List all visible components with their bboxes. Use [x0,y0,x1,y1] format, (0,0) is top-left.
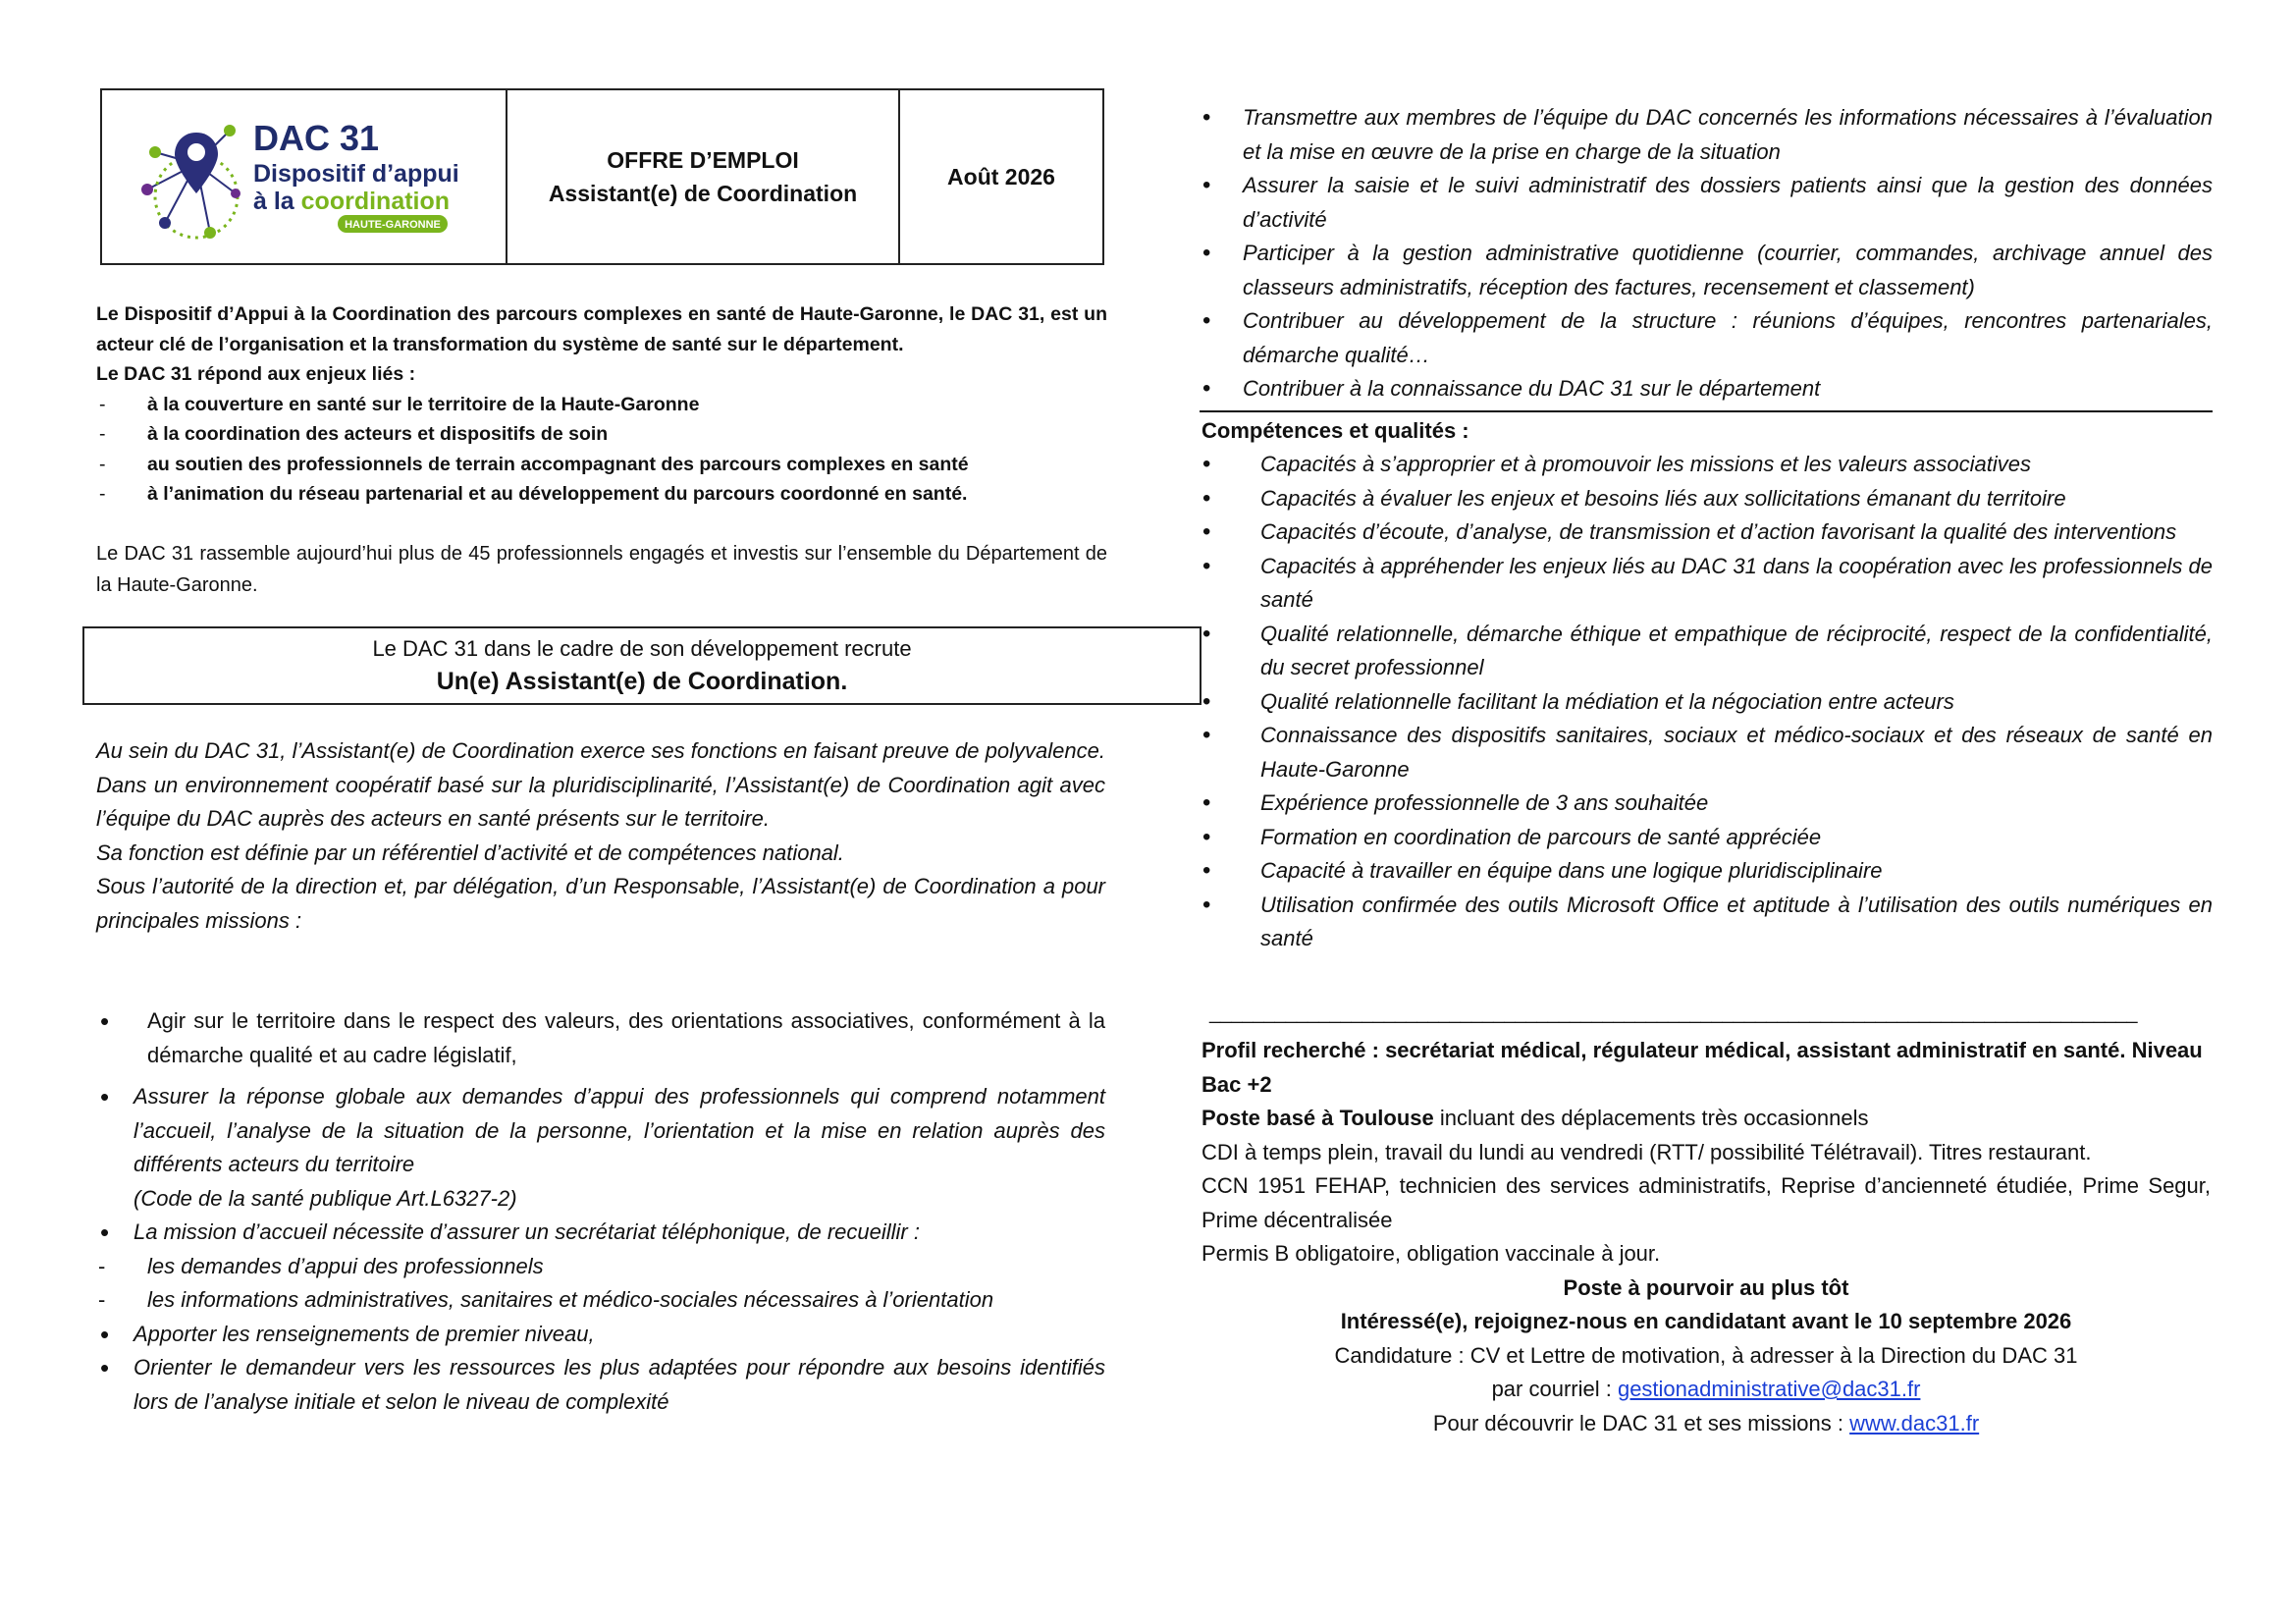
description-p2: Sa fonction est définie par un référenti… [96,839,844,865]
profile-block: Profil recherché : secrétariat médical, … [1201,1034,2211,1440]
logo-line2a: à la [253,188,301,215]
list-item: Contribuer au développement de la struct… [1200,304,2213,372]
title-cell: OFFRE D’EMPLOI Assistant(e) de Coordinat… [507,90,900,263]
team-paragraph: Le DAC 31 rassemble aujourd’hui plus de … [96,543,1107,596]
list-item: Capacités d’écoute, d’analyse, de transm… [1200,515,2213,550]
logo-name: DAC 31 [253,118,379,158]
svg-text:à la coordination: à la coordination [253,188,450,215]
location-rest: incluant des déplacements très occasionn… [1433,1106,1869,1130]
list-item: à la coordination des acteurs et disposi… [96,419,1107,450]
mission-item: Orienter le demandeur vers les ressource… [96,1351,1105,1419]
intro-block: Le Dispositif d’Appui à la Coordination … [96,299,1107,510]
ccn-line: CCN 1951 FEHAP, technicien des services … [1201,1173,2211,1232]
list-item: Capacités à appréhender les enjeux liés … [1200,550,2213,618]
logo-line2b: coordination [300,188,449,215]
stakes-list: à la couverture en santé sur le territoi… [96,390,1107,510]
list-item: au soutien des professionnels de terrain… [96,450,1107,480]
recruit-box: Le DAC 31 dans le cadre de son développe… [82,626,1201,705]
mission-subitem: les demandes d’appui des professionnels [96,1250,1105,1284]
intro-text: Le Dispositif d’Appui à la Coordination … [96,303,1107,355]
dac31-logo: DAC 31 Dispositif d’appui à la coordinat… [140,118,459,240]
separator-line: ________________________________________… [1209,1002,2138,1024]
list-item: à l’animation du réseau partenarial et a… [96,479,1107,510]
date-cell: Août 2026 [900,90,1102,263]
mission-subitem: les informations administratives, sanita… [96,1283,1105,1318]
contract-line: CDI à temps plein, travail du lundi au v… [1201,1139,2092,1164]
offer-label: OFFRE D’EMPLOI [607,147,799,173]
mission-item: Apporter les renseignements de premier n… [96,1318,1105,1352]
list-item: Participer à la gestion administrative q… [1200,237,2213,304]
list-item: Contribuer à la connaissance du DAC 31 s… [1200,372,2213,406]
mission-reference: (Code de la santé publique Art.L6327-2) [133,1185,517,1211]
competences-list: Capacités à s’approprier et à promouvoir… [1200,448,2213,956]
recruit-line2: Un(e) Assistant(e) de Coordination. [436,668,848,695]
email-line: par courriel : gestionadministrative@dac… [1201,1373,2211,1407]
list-item: Capacité à travailler en équipe dans une… [1200,854,2213,889]
location-bold: Poste basé à Toulouse [1201,1106,1434,1130]
mission-item: Agir sur le territoire dans le respect d… [96,1004,1105,1072]
tasks-list: Transmettre aux membres de l’équipe du D… [1200,101,2213,406]
logo-line1: Dispositif d’appui [253,160,459,188]
list-item: Expérience professionnelle de 3 ans souh… [1200,786,2213,821]
email-label: par courriel : [1491,1377,1618,1401]
intro-lead: Le DAC 31 répond aux enjeux liés : [96,363,416,385]
list-item: Capacités à s’approprier et à promouvoir… [1200,448,2213,482]
header-table: DAC 31 Dispositif d’appui à la coordinat… [100,88,1104,265]
list-item: Formation en coordination de parcours de… [1200,821,2213,855]
web-line: Pour découvrir le DAC 31 et ses missions… [1201,1407,2211,1441]
description-block: Au sein du DAC 31, l’Assistant(e) de Coo… [96,734,1105,938]
mission-item: Assurer la réponse globale aux demandes … [96,1080,1105,1216]
list-item: Qualité relationnelle, démarche éthique … [1200,618,2213,685]
description-p1: Au sein du DAC 31, l’Assistant(e) de Coo… [96,738,1105,831]
list-item: Connaissance des dispositifs sanitaires,… [1200,719,2213,786]
recruit-line1: Le DAC 31 dans le cadre de son développe… [372,636,912,661]
logo-cell: DAC 31 Dispositif d’appui à la coordinat… [102,90,507,263]
email-link[interactable]: gestionadministrative@dac31.fr [1617,1377,1921,1401]
web-label: Pour découvrir le DAC 31 et ses missions… [1432,1410,1850,1435]
permis-line: Permis B obligatoire, obligation vaccina… [1201,1241,1661,1266]
availability-line: Poste à pourvoir au plus tôt [1563,1274,1849,1300]
list-item: Qualité relationnelle facilitant la médi… [1200,685,2213,720]
list-item: Capacités à évaluer les enjeux et besoin… [1200,482,2213,516]
list-item: à la couverture en santé sur le territoi… [96,390,1107,420]
location-line: Poste basé à Toulouse incluant des dépla… [1201,1102,2211,1136]
list-item: Assurer la saisie et le suivi administra… [1200,169,2213,237]
application-line: Candidature : CV et Lettre de motivation… [1334,1342,2078,1368]
website-link[interactable]: www.dac31.fr [1849,1410,1980,1435]
offer-date: Août 2026 [947,164,1055,189]
divider [1200,410,2213,412]
description-p3: Sous l’autorité de la direction et, par … [96,874,1105,933]
mission-item: La mission d’accueil nécessite d’assurer… [96,1216,1105,1250]
profile-sought: Profil recherché : secrétariat médical, … [1201,1038,2203,1097]
mission-text: Assurer la réponse globale aux demandes … [133,1084,1105,1176]
list-item: Transmettre aux membres de l’équipe du D… [1200,101,2213,169]
logo-region: HAUTE-GARONNE [345,219,441,231]
missions-list: Agir sur le territoire dans le respect d… [96,1004,1105,1419]
position-title: Assistant(e) de Coordination [548,181,858,206]
deadline-line: Intéressé(e), rejoignez-nous en candidat… [1340,1309,2072,1333]
competences-heading: Compétences et qualités : [1201,418,1469,443]
list-item: Utilisation confirmée des outils Microso… [1200,889,2213,956]
